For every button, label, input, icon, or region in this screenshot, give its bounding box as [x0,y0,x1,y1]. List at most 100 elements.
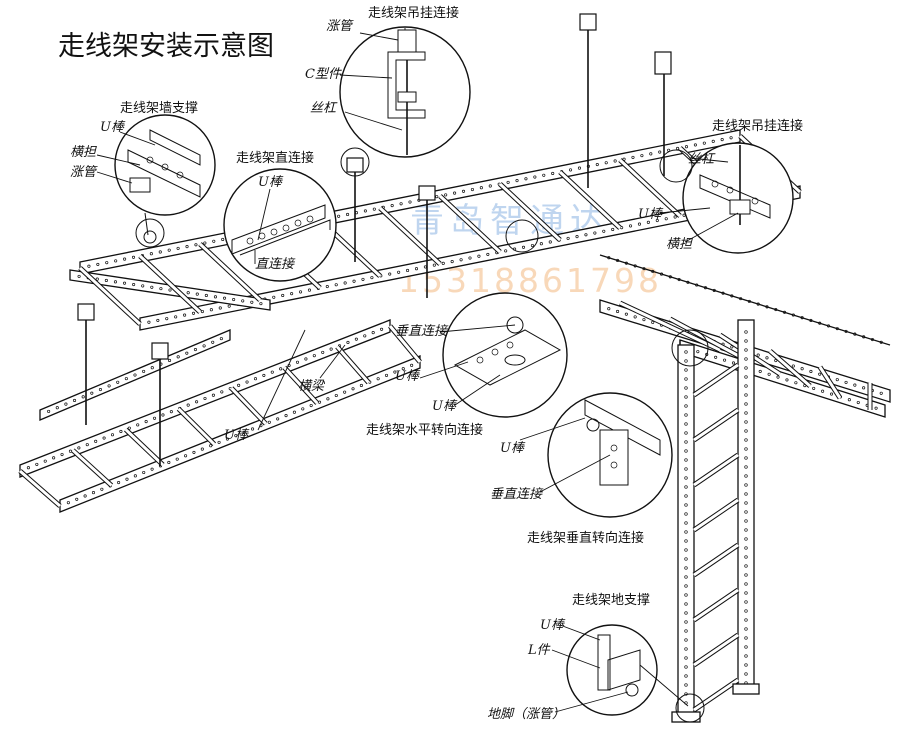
rail-hole [800,316,804,320]
riser-hole [744,618,748,622]
rail-hole [237,383,241,387]
rail-hole [862,386,866,390]
rail-hole [209,444,213,448]
riser-hole [744,645,748,649]
rail-hole [758,369,762,373]
rail-hole [631,155,635,159]
rail-hole [444,193,448,197]
riser-hole [684,386,688,390]
label-floor-l-part: L件 [527,643,551,658]
rail-hole [203,241,207,245]
rail-hole [800,367,804,371]
rail-hole [150,366,154,370]
rail-hole [693,143,697,147]
rail-hole [91,491,96,495]
rail-hole [459,258,463,262]
rail-hole [77,274,81,278]
tray-rung-inner [336,345,370,384]
rail-hole [334,393,338,398]
rail-hole [175,457,179,461]
rail-hole [668,275,672,279]
rail-hole [144,420,148,424]
rail-hole [202,344,206,348]
rail-hole [791,364,795,368]
rail-hole [730,294,734,298]
rail-hole [659,272,664,276]
rail-hole [209,308,213,312]
rail-hole [611,227,615,232]
rail-hole [211,340,215,344]
rail-hole [506,180,510,184]
tray-rung-inner [558,170,622,230]
rail-hole [221,237,225,242]
riser-hole [684,629,688,633]
rail-hole [150,285,154,289]
rail-hole [384,373,389,377]
label-wall-crossbar: 横担 [70,145,97,160]
tray-rung-inner [618,158,682,218]
rail-hole [195,292,199,296]
rail-hole [220,390,224,394]
rail-hole [94,439,98,443]
tray-rung-inner [283,366,319,405]
rail-hole [723,358,727,362]
label-hang-right-crossbar: 横担 [666,237,693,252]
rail-hole [879,391,883,395]
rail-hole [176,355,180,359]
rail-hole [127,426,131,430]
riser-hole [684,404,688,408]
rail-hole [370,276,374,280]
tray-rung-inner [693,363,739,397]
callout-straight [505,219,539,253]
rail-hole [83,494,87,498]
tray-rung-inner [388,325,422,363]
rail-hole [721,291,725,295]
rail-hole [222,296,227,300]
rail-hole [677,277,681,282]
tray-rail [599,254,891,346]
rail-hole [72,398,77,403]
riser-hole [744,402,748,406]
rail-hole [107,384,111,388]
rail-hole [616,309,620,314]
rail-hole [119,429,123,434]
rail-hole [212,239,216,243]
rail-hole [406,268,410,273]
label-main-u-bar: U棒 [224,428,250,443]
riser-hole [684,665,688,669]
rail-hole [35,462,39,466]
rail-hole [686,280,690,284]
rail-hole [219,337,223,341]
hanging-rods [77,13,672,466]
rail-hole [521,245,526,249]
riser-hole [744,510,748,514]
rail-hole [192,450,196,454]
rail-hole [794,381,798,385]
riser-hole [684,485,688,489]
riser-hole [744,609,748,613]
rail-hole [470,187,474,192]
tray-rung-inner [78,266,142,326]
rail-hole [186,291,190,295]
rail-hole [251,427,255,431]
rail-hole [785,378,789,382]
rail-hole [821,389,825,393]
rail-hole [853,332,857,336]
leader-lines [96,28,739,713]
rail-hole [354,337,358,341]
rail-hole [241,299,245,303]
rail-hole [47,409,51,413]
riser-hole [684,575,688,579]
rail-hole [658,150,662,154]
rail-hole [184,454,188,458]
rail-hole [624,261,628,265]
rail-hole [593,231,597,235]
rail-hole [461,189,466,193]
tray-rail [59,355,421,513]
rail-hole [720,138,724,142]
riser-hole [744,384,748,388]
rail-hole [200,309,204,314]
riser-hole [684,611,688,615]
rail-hole [414,267,419,271]
rail-hole [75,497,79,501]
